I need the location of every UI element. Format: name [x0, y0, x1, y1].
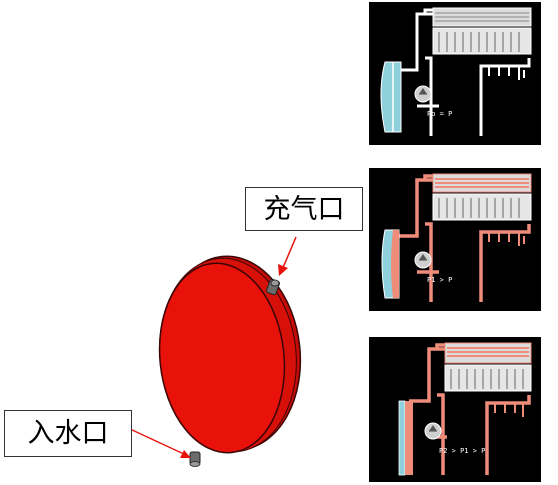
- panel-3-pressure: P2 > P1 > P: [439, 447, 485, 455]
- air-valve: [265, 278, 281, 296]
- air-inlet-arrow: [278, 236, 297, 276]
- tank-body: [158, 262, 286, 454]
- boiler-panel-partial: P1 > P: [369, 168, 541, 311]
- panel-2-pressure: P1 > P: [427, 276, 452, 284]
- panel-1-pressure: Pb = P: [427, 110, 452, 118]
- water-inlet-fitting: [189, 451, 201, 467]
- water-inlet-label: 入水口: [4, 410, 132, 457]
- air-inlet-label: 充气口: [245, 187, 363, 231]
- boiler-panel-empty: Pb = P: [369, 2, 541, 145]
- water-inlet-arrow: [129, 428, 191, 458]
- boiler-panel-full: P2 > P1 > P: [369, 337, 541, 482]
